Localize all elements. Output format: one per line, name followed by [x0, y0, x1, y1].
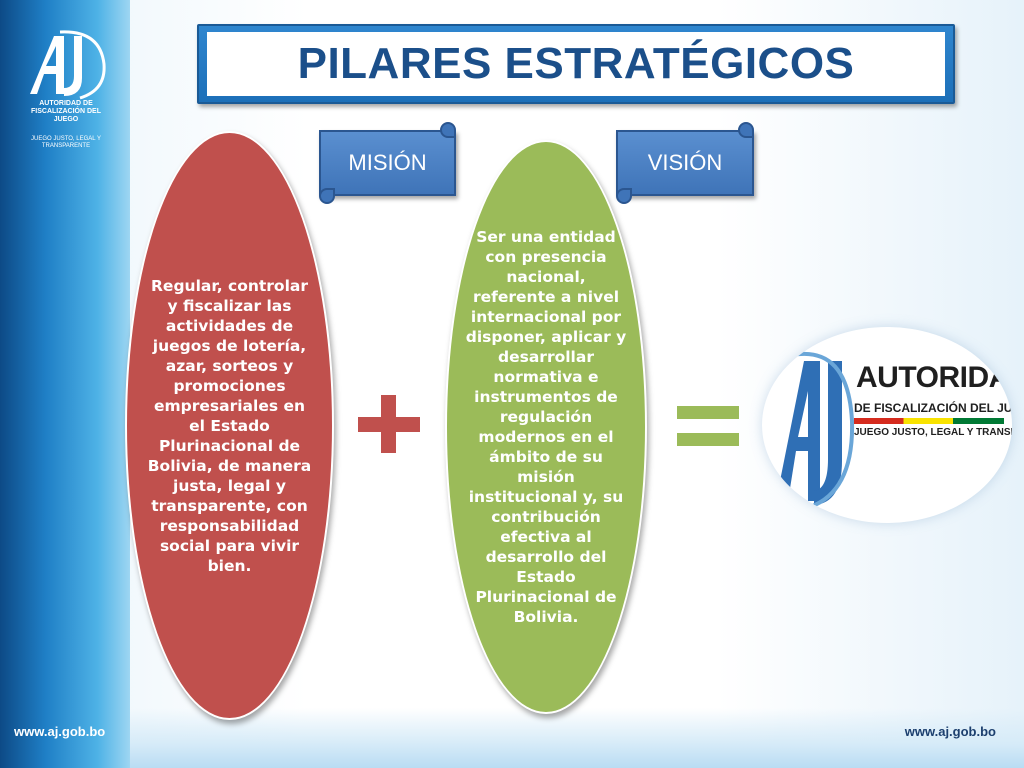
equals-icon [677, 406, 739, 446]
title-inner: PILARES ESTRATÉGICOS [207, 32, 945, 96]
logo-slogan-text: JUEGO JUSTO, LEGAL Y TRANSPARENTE [854, 427, 1012, 438]
logo-fiscalizacion-text: DE FISCALIZACIÓN DEL JUEGO [854, 401, 1012, 415]
title-banner: PILARES ESTRATÉGICOS [197, 24, 955, 104]
vision-scroll-label: VISIÓN [616, 122, 754, 204]
aj-logo-top: AUTORIDAD DE FISCALIZACIÓN DEL JUEGO JUE… [20, 28, 112, 158]
footer-url-left[interactable]: www.aj.gob.bo [14, 724, 106, 739]
left-side-band [0, 0, 130, 768]
mision-ellipse: Regular, controlar y fiscalizar las acti… [125, 131, 334, 720]
aj-logo-icon [776, 351, 855, 509]
page-title: PILARES ESTRATÉGICOS [297, 39, 855, 88]
mision-label: MISIÓN [348, 150, 427, 175]
result-logo-ellipse: AUTORIDAD DE FISCALIZACIÓN DEL JUEGO JUE… [762, 327, 1012, 523]
org-tagline: JUEGO JUSTO, LEGAL Y TRANSPARENTE [31, 136, 101, 149]
vision-ellipse: Ser una entidad con presencia nacional, … [445, 140, 647, 714]
aj-monogram-icon [30, 30, 106, 100]
footer-url-right[interactable]: www.aj.gob.bo [904, 724, 996, 739]
vision-text: Ser una entidad con presencia nacional, … [465, 228, 627, 626]
mision-text: Regular, controlar y fiscalizar las acti… [147, 276, 312, 575]
logo-autoridad-text: AUTORIDAD [856, 361, 1012, 394]
org-name: AUTORIDAD DE FISCALIZACIÓN DEL JUEGO [31, 100, 101, 123]
mision-scroll-label: MISIÓN [319, 122, 456, 204]
bottom-band [130, 708, 1024, 768]
flag-stripe [854, 418, 1004, 424]
vision-label: VISIÓN [647, 150, 723, 175]
plus-icon [358, 395, 420, 453]
